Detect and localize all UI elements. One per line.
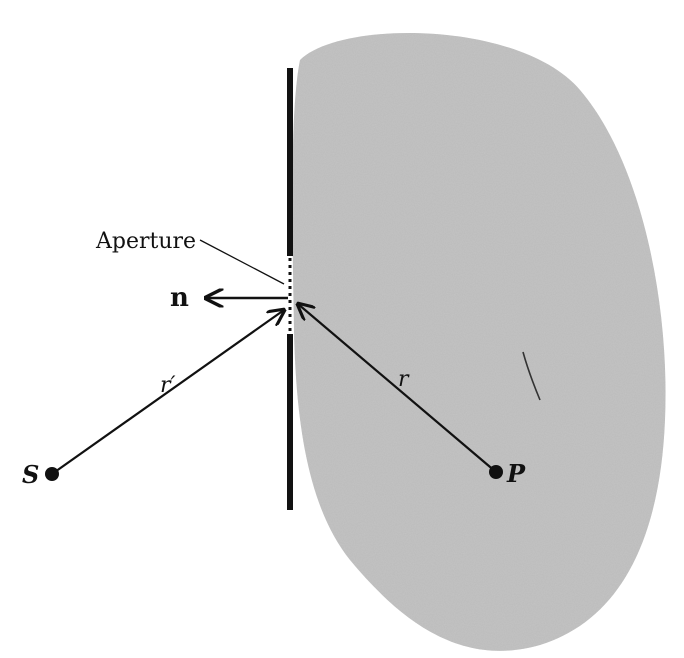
stray-mark [522,351,541,401]
ray-r-label: r [398,367,410,392]
ray-r [298,304,497,473]
observation-point [489,465,503,479]
source-point [45,467,59,481]
screen-upper [287,68,293,256]
source-label: S [22,460,39,489]
screen-lower [287,334,293,510]
ray-r-prime [51,310,284,475]
normal-label: n [170,283,189,313]
ray-r-prime-label: r′ [160,373,176,398]
observation-point-label: P [506,459,526,488]
shaded-region-texture [292,32,666,651]
aperture-label: Aperture [95,229,196,254]
aperture-leader-line [199,239,285,285]
